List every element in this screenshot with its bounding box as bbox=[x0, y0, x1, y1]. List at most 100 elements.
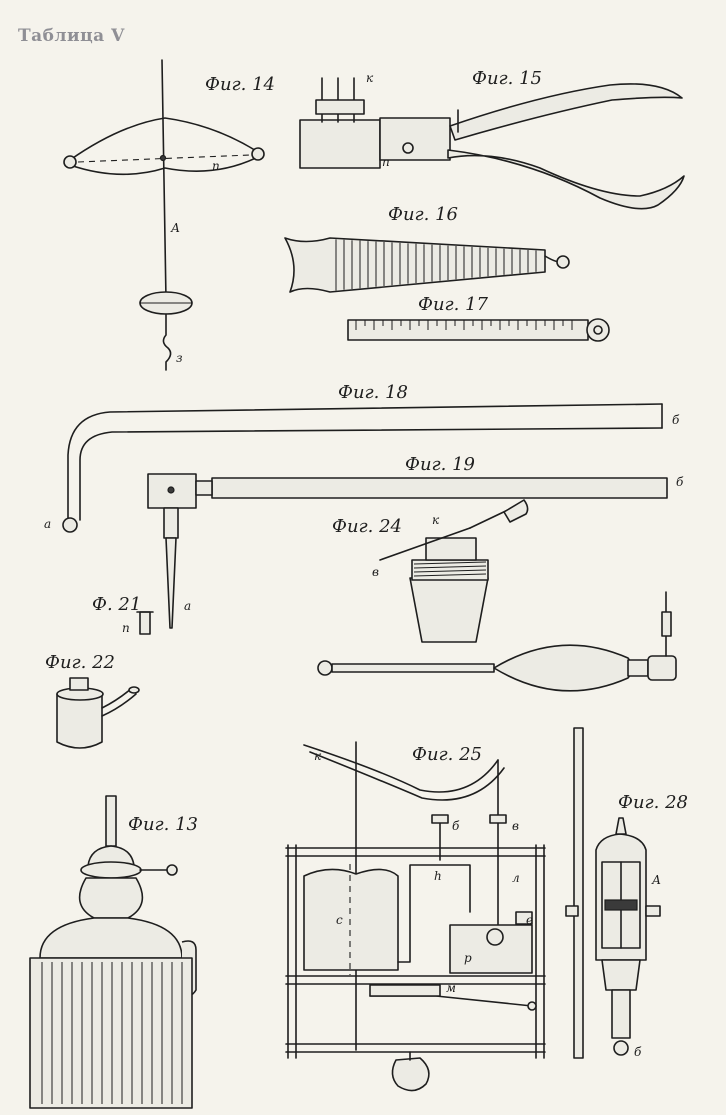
f13-burner-cap bbox=[87, 845, 135, 867]
f14-label-a: А bbox=[170, 221, 180, 235]
f15-screw bbox=[402, 142, 414, 154]
figure-19: Фиг. 19 б а bbox=[147, 454, 684, 629]
f21-caption: Ф. 21 bbox=[92, 594, 141, 615]
f17-caption: Фиг. 17 bbox=[418, 294, 489, 315]
f24-handle bbox=[503, 499, 529, 523]
f25-drum bbox=[303, 868, 399, 971]
figure-18: Фиг. 18 б а bbox=[44, 382, 680, 533]
bulb-blower bbox=[317, 591, 677, 692]
f21-label-n: п bbox=[122, 621, 130, 635]
figure-25: Фиг. 25 к б в л h е р с м bbox=[285, 741, 546, 1092]
f28-lower-tube bbox=[611, 989, 631, 1039]
f22-spout-bottom bbox=[101, 693, 137, 717]
f15-head-block bbox=[299, 119, 381, 169]
bulb-connector bbox=[627, 659, 649, 677]
f19-stem bbox=[163, 507, 179, 539]
f24-label-v: в bbox=[372, 565, 379, 579]
f19-label-b: б bbox=[676, 475, 684, 489]
f14-cord-bottom bbox=[69, 156, 259, 176]
f24-coil-turn bbox=[413, 569, 487, 573]
f16-caption: Фиг. 16 bbox=[388, 204, 458, 225]
f22-lid bbox=[69, 677, 89, 691]
f15-label-n: п bbox=[382, 155, 390, 169]
f24-cap bbox=[425, 537, 477, 561]
f24-label-k: к bbox=[432, 513, 440, 527]
f24-lever bbox=[379, 527, 471, 561]
f19-needle bbox=[165, 537, 177, 629]
plate-title: Таблица V bbox=[18, 26, 125, 46]
f13-shoulder bbox=[39, 917, 183, 959]
f25-lever-end bbox=[527, 1001, 537, 1011]
f25-label-b: б bbox=[452, 819, 460, 833]
f19-collar bbox=[195, 480, 213, 496]
f13-key bbox=[166, 864, 178, 876]
f28-side-screw bbox=[645, 905, 661, 917]
f22-spout-tip bbox=[128, 686, 140, 694]
f13-jar-body bbox=[29, 957, 193, 1109]
f25-label-h: h bbox=[434, 869, 442, 883]
f25-lever-m bbox=[369, 995, 533, 1007]
f28-top-nozzle bbox=[615, 817, 627, 835]
f25-label-k: к bbox=[314, 749, 322, 763]
f16-teeth bbox=[335, 239, 537, 291]
f17-eye-hole bbox=[593, 325, 603, 335]
f17-ruler bbox=[347, 319, 589, 341]
f14-cord-top bbox=[69, 117, 259, 161]
f13-ribs bbox=[41, 962, 183, 1104]
f24-cone bbox=[409, 577, 489, 643]
f14-right-ring bbox=[251, 147, 265, 161]
f15-handle-upper bbox=[449, 83, 683, 141]
f15-pin-guide bbox=[315, 99, 365, 115]
f19-block-screw bbox=[167, 486, 175, 494]
f15-label-k: к bbox=[366, 71, 374, 85]
f16-ring bbox=[556, 255, 570, 269]
f25-label-v: в bbox=[512, 819, 519, 833]
f28-label-A: А bbox=[651, 873, 661, 887]
f21-tube bbox=[139, 611, 151, 635]
f14-chain bbox=[162, 313, 172, 371]
f14-caption: Фиг. 14 bbox=[205, 74, 275, 95]
f25-label-l: л bbox=[512, 871, 520, 885]
f25-label-m: м bbox=[446, 981, 456, 995]
f13-wick-tube bbox=[105, 795, 117, 847]
f13-burner-ring bbox=[80, 861, 142, 879]
figure-16: Фиг. 16 bbox=[284, 204, 570, 293]
figure-13: Фиг. 13 bbox=[29, 795, 198, 1109]
f28-lower-knob bbox=[613, 1040, 629, 1056]
f14-rod bbox=[161, 59, 167, 301]
f13-caption: Фиг. 13 bbox=[128, 814, 198, 835]
f18-ball bbox=[62, 517, 78, 533]
f15-handle-lower bbox=[447, 149, 685, 210]
f22-can-body bbox=[56, 693, 103, 749]
f13-neck bbox=[78, 877, 144, 919]
f14-dashed-axis bbox=[77, 154, 251, 163]
f25-hose-1 bbox=[303, 744, 499, 793]
figure-15: Фиг. 15 к п bbox=[299, 68, 685, 210]
f24-coil-turn bbox=[413, 573, 487, 577]
f28-caption: Фиг. 28 bbox=[618, 792, 688, 813]
f24-coil-turn bbox=[413, 561, 487, 565]
f28-left-screw bbox=[565, 905, 579, 917]
f25-lever-block bbox=[369, 984, 441, 997]
f25-label-c: с bbox=[336, 913, 343, 927]
f25-siphon bbox=[397, 864, 471, 963]
f24-coil-turn bbox=[413, 565, 487, 569]
f25-reservoir-port bbox=[486, 928, 504, 946]
f18-rod-bottom bbox=[79, 427, 663, 521]
f28-lower-neck bbox=[601, 959, 641, 991]
bulb-body bbox=[493, 644, 633, 692]
bulb-valve-sleeve bbox=[661, 611, 672, 637]
f17-ticks bbox=[355, 320, 573, 330]
f19-rod bbox=[211, 477, 668, 499]
f19-caption: Фиг. 19 bbox=[405, 454, 475, 475]
f18-label-a: а bbox=[44, 517, 51, 531]
f14-label-n: п bbox=[212, 159, 220, 173]
f14-left-ring bbox=[63, 155, 77, 169]
figure-21: Ф. 21 п bbox=[92, 594, 154, 635]
f22-caption: Фиг. 22 bbox=[45, 652, 115, 673]
f24-caption: Фиг. 24 bbox=[332, 516, 402, 537]
f14-label-z: з bbox=[176, 351, 183, 365]
f24-coil-lines bbox=[413, 561, 487, 577]
bulb-tube bbox=[331, 663, 495, 673]
